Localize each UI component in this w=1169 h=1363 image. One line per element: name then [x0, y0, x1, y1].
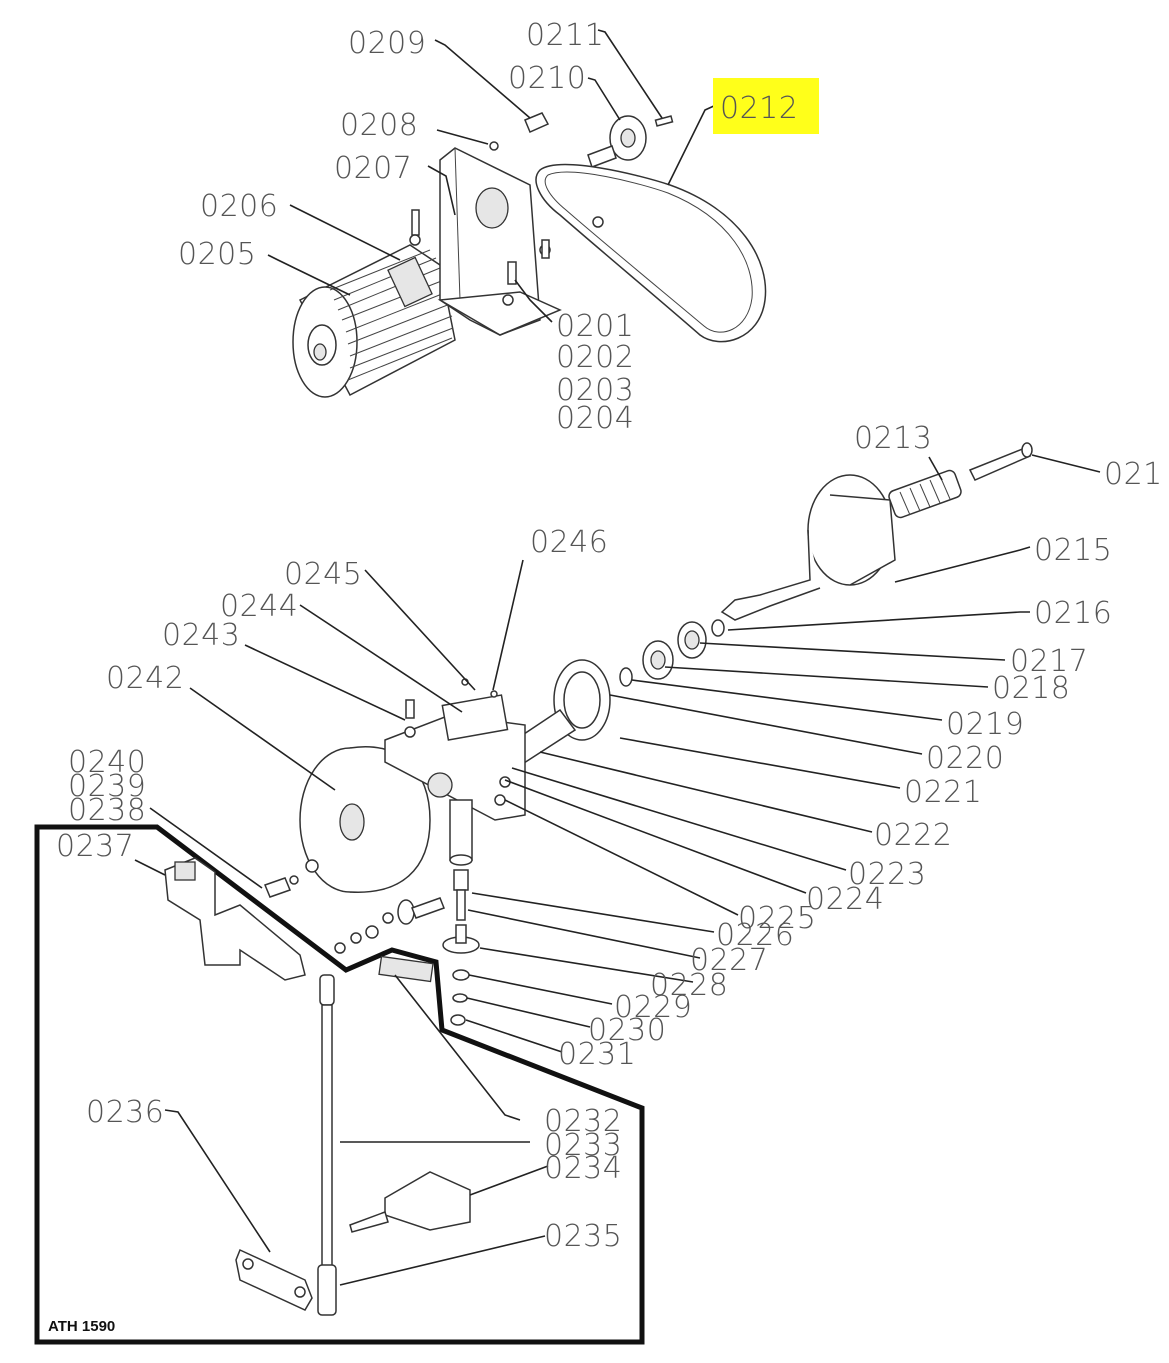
part-label-0202: 0202 [556, 340, 634, 375]
part-label-0207: 0207 [334, 151, 412, 186]
part-label-0215: 0215 [1034, 533, 1112, 568]
part-label-0231: 0231 [558, 1037, 636, 1072]
part-label-0226: 0226 [716, 918, 794, 953]
part-label-0209: 0209 [348, 26, 426, 61]
part-label-0227: 0227 [690, 943, 768, 978]
part-label-0228: 0228 [650, 968, 728, 1003]
pedal-assembly-drawing [34, 824, 645, 1345]
part-label-0210: 0210 [508, 61, 586, 96]
part-labels: 0209 0211 0210 0212 0208 0207 0206 0205 … [56, 18, 1163, 1254]
part-label-0212: 0212 [720, 91, 798, 126]
part-label-0225: 0225 [738, 901, 816, 936]
part-label-0213: 0213 [854, 421, 932, 456]
part-label-0216: 0216 [1034, 596, 1112, 631]
part-label-0203: 0203 [556, 373, 634, 408]
part-label-0246: 0246 [530, 525, 608, 560]
part-label-0206: 0206 [200, 189, 278, 224]
part-label-0223: 0223 [848, 857, 926, 892]
part-label-0240: 0240 [68, 745, 146, 780]
part-label-0222: 0222 [874, 818, 952, 853]
leader-lines [134, 29, 1101, 1286]
spindle-assembly-drawing [619, 442, 1033, 687]
part-label-0220: 0220 [926, 741, 1004, 776]
part-label-0221: 0221 [904, 775, 982, 810]
part-label-0244: 0244 [220, 589, 298, 624]
part-label-0233: 0233 [544, 1128, 622, 1163]
part-label-0234: 0234 [544, 1151, 622, 1186]
part-label-0214: 021 [1104, 457, 1163, 492]
part-label-0232: 0232 [544, 1104, 622, 1139]
part-label-0201: 0201 [556, 309, 634, 344]
part-label-0204: 0204 [556, 401, 634, 436]
part-label-0235: 0235 [544, 1219, 622, 1254]
part-label-0211: 0211 [526, 18, 604, 53]
part-label-0219: 0219 [946, 707, 1024, 742]
part-label-0205: 0205 [178, 237, 256, 272]
part-label-0217: 0217 [1010, 644, 1088, 679]
part-label-0239: 0239 [68, 769, 146, 804]
part-label-0208: 0208 [340, 108, 418, 143]
wheel-assembly-drawing [264, 659, 611, 1026]
part-label-0230: 0230 [588, 1013, 666, 1048]
part-label-0242: 0242 [106, 661, 184, 696]
part-label-0243: 0243 [162, 618, 240, 653]
highlight-marker-0212 [713, 78, 819, 134]
pedal-group-outline [34, 824, 645, 1345]
part-label-0238: 0238 [68, 793, 146, 828]
part-label-0245: 0245 [284, 557, 362, 592]
part-label-0218: 0218 [992, 671, 1070, 706]
motor-assembly-drawing [292, 112, 767, 398]
part-label-0237: 0237 [56, 829, 134, 864]
drawing-code: ATH 1590 [48, 1318, 115, 1335]
part-label-0236: 0236 [86, 1095, 164, 1130]
part-label-0229: 0229 [614, 990, 692, 1025]
part-label-0224: 0224 [806, 882, 884, 917]
